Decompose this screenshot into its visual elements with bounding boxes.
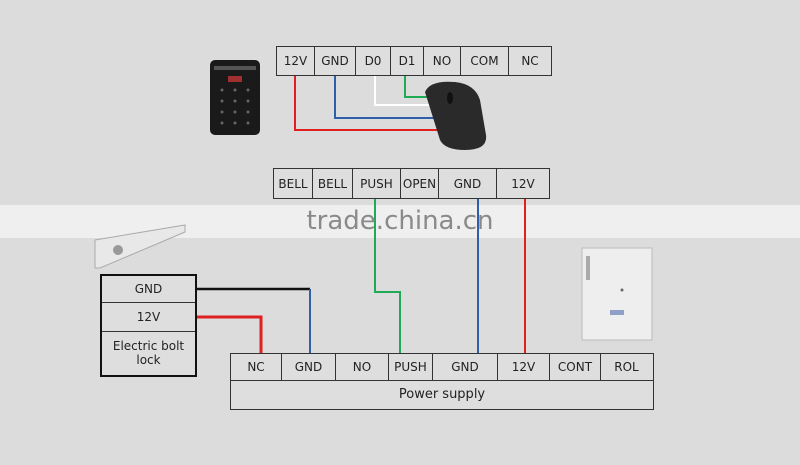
terminal: D1 bbox=[391, 47, 424, 75]
terminal: D0 bbox=[356, 47, 391, 75]
terminal: NC bbox=[231, 354, 282, 380]
wire-white-reader bbox=[374, 74, 432, 106]
card-reader-image bbox=[425, 81, 487, 150]
wire-green-reader bbox=[404, 74, 428, 98]
terminal: GND bbox=[433, 354, 498, 380]
lock-terminal: 12V bbox=[102, 303, 195, 332]
keypad-image bbox=[210, 60, 260, 135]
terminal: GND bbox=[282, 354, 336, 380]
terminal: 12V bbox=[498, 354, 550, 380]
terminal: PUSH bbox=[353, 169, 401, 198]
power-supply-image bbox=[581, 247, 653, 341]
terminal: 12V bbox=[277, 47, 315, 75]
terminal: COM bbox=[461, 47, 509, 75]
terminal: GND bbox=[315, 47, 356, 75]
lock-label: Electric bolt lock bbox=[112, 339, 185, 367]
reader-terminal-block: 12V GND D0 D1 NO COM NC bbox=[276, 46, 552, 76]
lock-terminal: GND bbox=[102, 276, 195, 303]
controller-terminal-block: BELL BELL PUSH OPEN GND 12V bbox=[273, 168, 550, 199]
terminal: BELL bbox=[274, 169, 313, 198]
terminal: NC bbox=[521, 54, 539, 68]
wire-blue-reader bbox=[334, 74, 435, 119]
terminal: PUSH bbox=[389, 354, 433, 380]
terminal: OPEN bbox=[401, 169, 439, 198]
terminal: 12V bbox=[511, 176, 535, 191]
terminal: ROL bbox=[614, 360, 639, 374]
terminal: CONT bbox=[550, 354, 601, 380]
wire-red-reader bbox=[294, 74, 440, 131]
terminal: BELL bbox=[313, 169, 353, 198]
terminal: NO bbox=[336, 354, 389, 380]
watermark: trade.china.cn bbox=[306, 206, 494, 236]
terminal: NO bbox=[424, 47, 461, 75]
electric-bolt-lock: GND 12V Electric bolt lock bbox=[100, 274, 197, 377]
watermark-band bbox=[0, 205, 800, 238]
power-supply-block: NC GND NO PUSH GND 12V CONT ROL Power su… bbox=[230, 353, 654, 410]
wire-red-lock-12v bbox=[197, 315, 263, 353]
bolt-lock-image bbox=[94, 224, 186, 269]
wire-green-push bbox=[374, 197, 401, 353]
terminal: GND bbox=[439, 169, 497, 198]
power-supply-label: Power supply bbox=[398, 387, 486, 402]
